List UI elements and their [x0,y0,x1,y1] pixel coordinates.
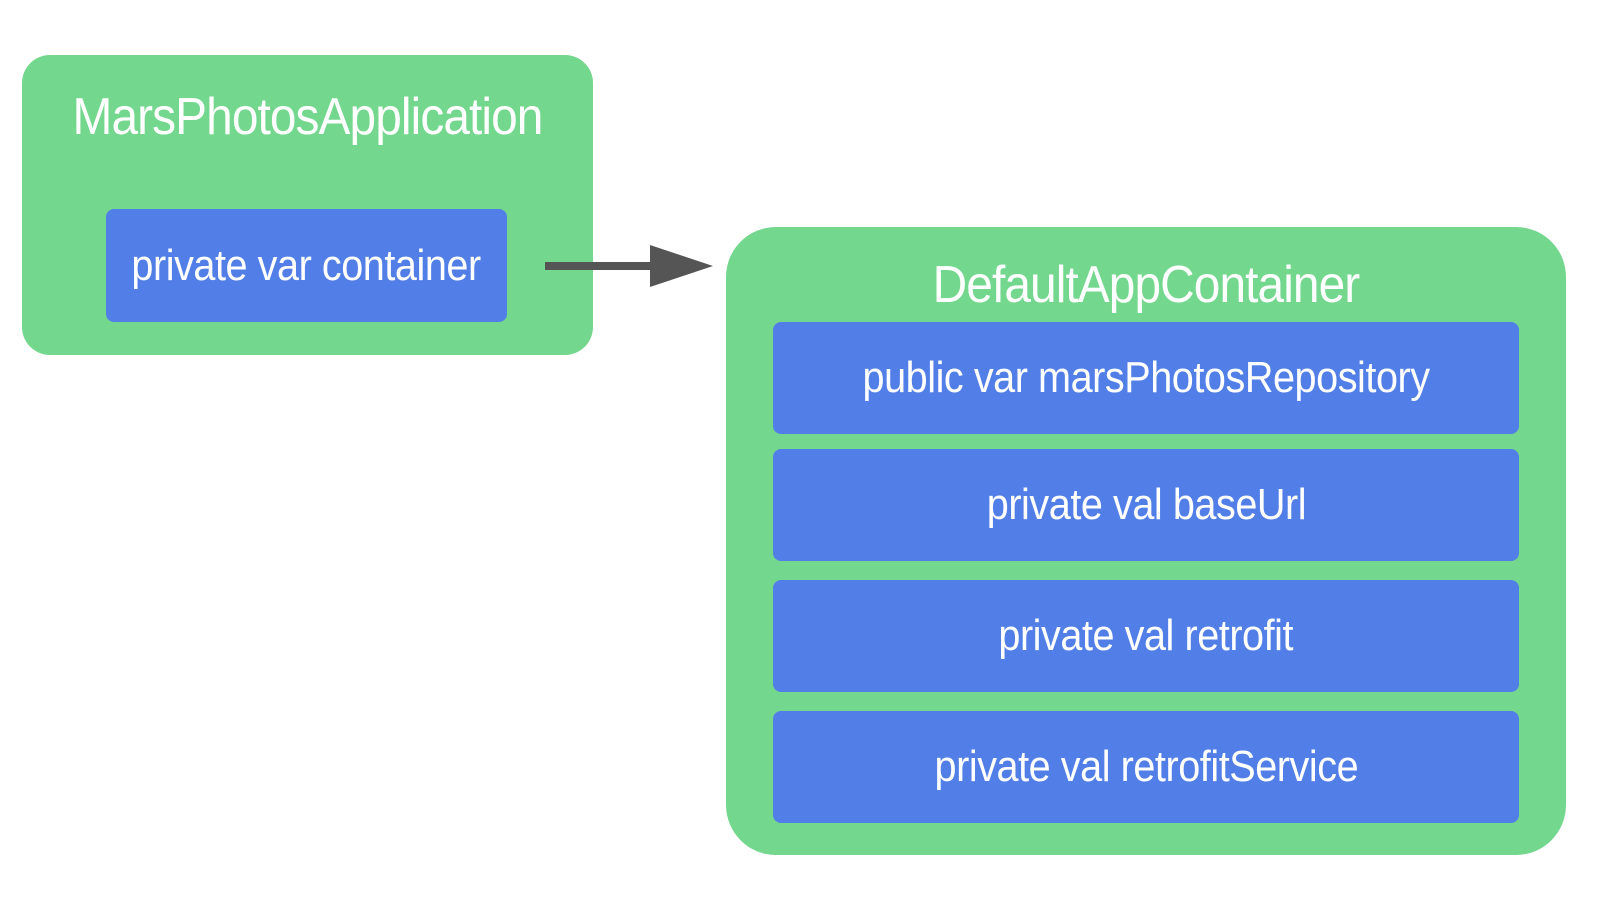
field-private-var-container: private var container [106,209,507,322]
field-private-val-retrofit-service: private val retrofitService [773,711,1519,823]
field-private-val-base-url: private val baseUrl [773,449,1519,561]
mars-photos-application-title: MarsPhotosApplication [72,88,544,146]
field-label: private val retrofit [998,611,1294,660]
field-label: public var marsPhotosRepository [862,353,1430,402]
field-private-val-retrofit: private val retrofit [773,580,1519,692]
mars-photos-application-box: MarsPhotosApplication private var contai… [22,55,593,355]
field-label: private val baseUrl [986,480,1306,529]
field-label: private var container [131,240,482,290]
default-app-container-title: DefaultAppContainer [932,256,1361,314]
field-public-var-mars-photos-repository: public var marsPhotosRepository [773,322,1519,434]
default-app-container-box: DefaultAppContainer public var marsPhoto… [726,227,1566,855]
field-label: private val retrofitService [934,742,1358,791]
arrow-connector-icon [545,245,713,287]
